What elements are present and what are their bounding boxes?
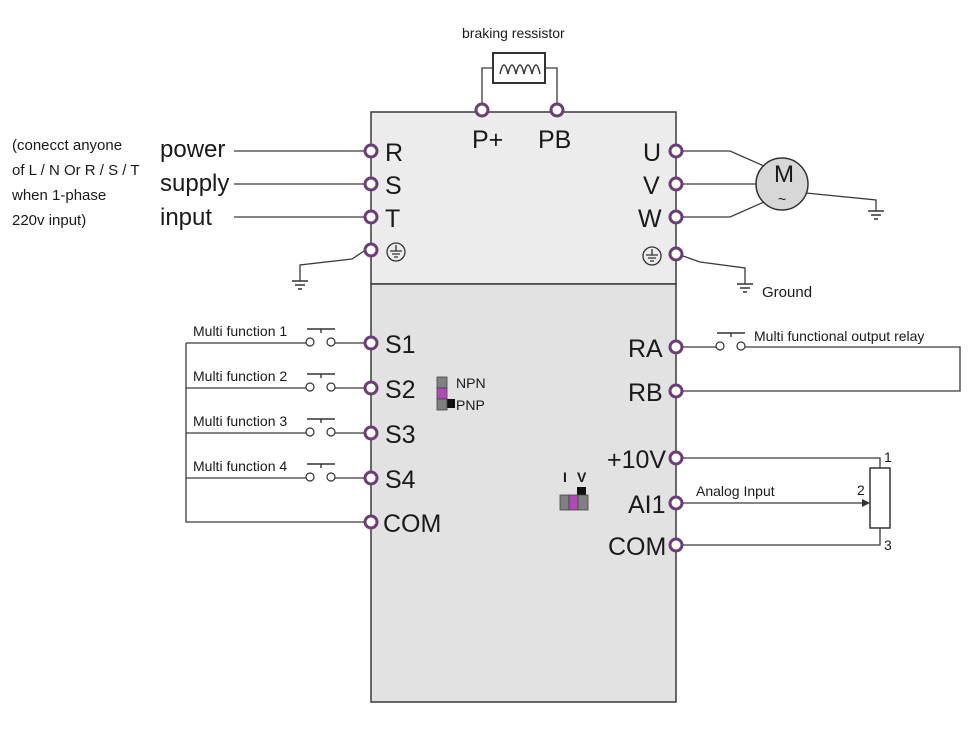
pnp-label: PNP bbox=[456, 397, 485, 413]
terminal-s1-pin[interactable] bbox=[363, 335, 379, 351]
switch-label-3: Multi function 3 bbox=[193, 413, 287, 429]
braking-resistor-icon bbox=[481, 52, 558, 103]
terminal-com-right-label: COM bbox=[608, 533, 666, 561]
power-note-line: (conecct anyone bbox=[12, 137, 122, 154]
pb-pin[interactable] bbox=[549, 102, 565, 118]
ground-icon bbox=[737, 283, 753, 293]
terminal-s2-pin[interactable] bbox=[363, 380, 379, 396]
terminal-ai1-label: AI1 bbox=[628, 491, 666, 519]
terminal-s1-label: S1 bbox=[385, 331, 416, 359]
iv-i-label: I bbox=[563, 469, 567, 485]
switch-label-4: Multi function 4 bbox=[193, 458, 287, 474]
earth-left-pin[interactable] bbox=[363, 242, 379, 258]
pb-label: PB bbox=[538, 126, 571, 154]
terminal-t-label: T bbox=[385, 205, 400, 233]
motor-symbol: ~ bbox=[778, 191, 786, 207]
switch-2 bbox=[186, 373, 364, 392]
supply-label: supply bbox=[160, 170, 229, 197]
iv-v-label: V bbox=[577, 469, 587, 485]
terminal-ai1-pin[interactable] bbox=[668, 495, 684, 511]
terminal-s-label: S bbox=[385, 172, 402, 200]
terminal-10v-pin[interactable] bbox=[668, 450, 684, 466]
ground-label: Ground bbox=[762, 284, 812, 301]
pot-pin-3-label: 3 bbox=[884, 537, 892, 553]
npn-label: NPN bbox=[456, 375, 486, 391]
motor-icon: M ~ bbox=[755, 157, 809, 211]
ground-icon bbox=[292, 280, 308, 290]
relay-switch bbox=[683, 332, 961, 392]
analog-input-label: Analog Input bbox=[696, 483, 775, 499]
terminal-ra-label: RA bbox=[628, 335, 663, 363]
terminal-s3-label: S3 bbox=[385, 421, 416, 449]
terminal-u-label: U bbox=[643, 139, 661, 167]
terminal-s3-pin[interactable] bbox=[363, 425, 379, 441]
p-plus-label: P+ bbox=[472, 126, 503, 154]
terminal-u-pin[interactable] bbox=[668, 143, 684, 159]
terminal-s4-label: S4 bbox=[385, 466, 416, 494]
terminal-w-pin[interactable] bbox=[668, 209, 684, 225]
ground-icon bbox=[868, 210, 884, 220]
relay-label: Multi functional output relay bbox=[754, 328, 924, 344]
earth-right-pin[interactable] bbox=[668, 246, 684, 262]
power-note: (conecct anyone of L / N Or R / S / T wh… bbox=[11, 137, 140, 229]
terminal-com-right-pin[interactable] bbox=[668, 537, 684, 553]
p-plus-pin[interactable] bbox=[474, 102, 490, 118]
terminal-10v-label: +10V bbox=[607, 446, 666, 474]
terminal-s2-label: S2 bbox=[385, 376, 416, 404]
terminal-com-left-pin[interactable] bbox=[363, 514, 379, 530]
terminal-v-pin[interactable] bbox=[668, 176, 684, 192]
power-note-line: 220v input) bbox=[12, 212, 86, 229]
earth-symbol-icon bbox=[642, 246, 662, 266]
switch-1 bbox=[186, 328, 364, 347]
terminal-t-pin[interactable] bbox=[363, 209, 379, 225]
switch-4 bbox=[186, 463, 364, 482]
motor-letter: M bbox=[774, 161, 794, 188]
earth-symbol-icon bbox=[386, 242, 406, 262]
input-label: input bbox=[160, 204, 212, 231]
braking-resistor-label: braking ressistor bbox=[462, 25, 565, 41]
switch-label-2: Multi function 2 bbox=[193, 368, 287, 384]
switch-label-1: Multi function 1 bbox=[193, 323, 287, 339]
terminal-ra-pin[interactable] bbox=[668, 339, 684, 355]
power-label: power bbox=[160, 136, 225, 163]
terminal-rb-pin[interactable] bbox=[668, 383, 684, 399]
iv-jumper-switch[interactable] bbox=[559, 487, 589, 511]
terminal-w-label: W bbox=[638, 205, 662, 233]
terminal-v-label: V bbox=[643, 172, 660, 200]
power-note-line: of L / N Or R / S / T bbox=[12, 162, 140, 179]
terminal-r-label: R bbox=[385, 139, 403, 167]
inverter-control-panel bbox=[370, 283, 677, 703]
switch-3 bbox=[186, 418, 364, 437]
power-note-line: when 1-phase bbox=[11, 187, 106, 204]
potentiometer-icon bbox=[683, 457, 891, 546]
npn-pnp-switch[interactable] bbox=[436, 376, 455, 411]
inverter-top-panel bbox=[370, 111, 677, 285]
terminal-rb-label: RB bbox=[628, 379, 663, 407]
terminal-s4-pin[interactable] bbox=[363, 470, 379, 486]
terminal-s-pin[interactable] bbox=[363, 176, 379, 192]
pot-pin-1-label: 1 bbox=[884, 449, 892, 465]
terminal-com-left-label: COM bbox=[383, 510, 441, 538]
terminal-r-pin[interactable] bbox=[363, 143, 379, 159]
pot-pin-2-label: 2 bbox=[857, 482, 865, 498]
